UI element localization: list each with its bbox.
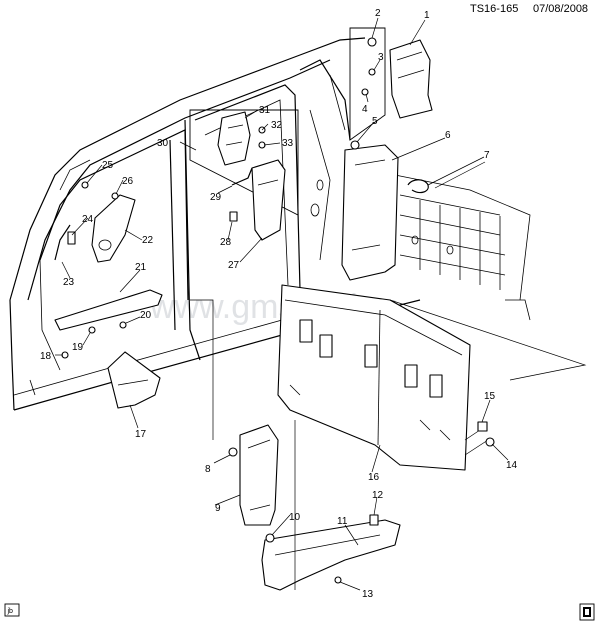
part-3-clip <box>368 68 376 76</box>
callout-26: 26 <box>122 176 134 187</box>
callout-5: 5 <box>372 116 378 127</box>
callout-20: 20 <box>140 310 152 321</box>
part-12-clip <box>369 514 379 526</box>
callout-21: 21 <box>135 262 147 273</box>
callout-box-30 <box>189 109 299 216</box>
callout-29: 29 <box>210 192 222 203</box>
callout-14: 14 <box>506 460 518 471</box>
callout-32: 32 <box>271 120 283 131</box>
callout-1: 1 <box>424 10 430 21</box>
part-16-rear-panel <box>277 284 471 471</box>
part-2-clip <box>367 37 377 47</box>
callout-3: 3 <box>378 52 384 63</box>
part-31-belt-retractor <box>217 111 251 166</box>
part-7-seat-belt <box>407 179 429 194</box>
callout-7: 7 <box>484 150 490 161</box>
part-24-clip <box>67 231 76 245</box>
callout-8: 8 <box>205 464 211 475</box>
callout-9: 9 <box>215 503 221 514</box>
part-26-clip <box>111 192 119 200</box>
part-23-wire <box>54 224 71 261</box>
callout-4: 4 <box>362 104 368 115</box>
part-28-clip <box>229 211 238 222</box>
part-19-clip <box>88 326 96 334</box>
callout-6: 6 <box>445 130 451 141</box>
callout-numbers: 1 2 3 4 5 6 7 8 9 10 11 12 13 14 15 16 1… <box>40 8 518 600</box>
callout-17: 17 <box>135 429 147 440</box>
part-20-clip <box>119 321 127 329</box>
part-1-upper-trim <box>389 39 433 119</box>
callout-18: 18 <box>40 351 52 362</box>
callout-12: 12 <box>372 490 384 501</box>
callout-25: 25 <box>102 160 114 171</box>
jb-tag: jb <box>7 608 14 615</box>
callout-16: 16 <box>368 472 380 483</box>
callout-33: 33 <box>282 138 294 149</box>
callout-10: 10 <box>289 512 301 523</box>
callout-28: 28 <box>220 237 232 248</box>
callout-19: 19 <box>72 342 84 353</box>
callout-23: 23 <box>63 277 75 288</box>
callout-30: 30 <box>157 138 169 149</box>
part-15-clip <box>477 421 488 432</box>
part-21-sill-plate <box>54 289 163 331</box>
callout-27: 27 <box>228 260 240 271</box>
part-6-c-pillar-trim <box>341 144 399 281</box>
part-5-clip <box>350 140 360 150</box>
part-4-clip <box>361 88 369 96</box>
part-8-clip <box>228 447 238 457</box>
leader-lines <box>55 17 509 591</box>
callout-2: 2 <box>375 8 381 19</box>
part-22-a-pillar-trim <box>91 194 136 263</box>
part-25-clip <box>81 181 89 189</box>
part-29-bracket <box>231 167 253 186</box>
part-10-clip <box>265 533 275 543</box>
callout-31: 31 <box>259 105 271 116</box>
callout-24: 24 <box>82 214 94 225</box>
part-9-b-pillar-trim <box>239 424 279 526</box>
callout-11: 11 <box>337 516 348 527</box>
part-13-clip <box>334 576 342 584</box>
part-17-kick-panel-trim <box>107 351 161 409</box>
doc-id: TS16-165 <box>470 3 518 15</box>
gm-logo-icon <box>579 603 595 621</box>
callout-22: 22 <box>142 235 154 246</box>
part-11-rocker-trim <box>261 519 401 591</box>
doc-date: 07/08/2008 <box>533 3 588 15</box>
part-27-trim <box>251 159 286 241</box>
jb-tag-box <box>4 603 20 617</box>
callout-13: 13 <box>362 589 374 600</box>
callout-15: 15 <box>484 391 496 402</box>
